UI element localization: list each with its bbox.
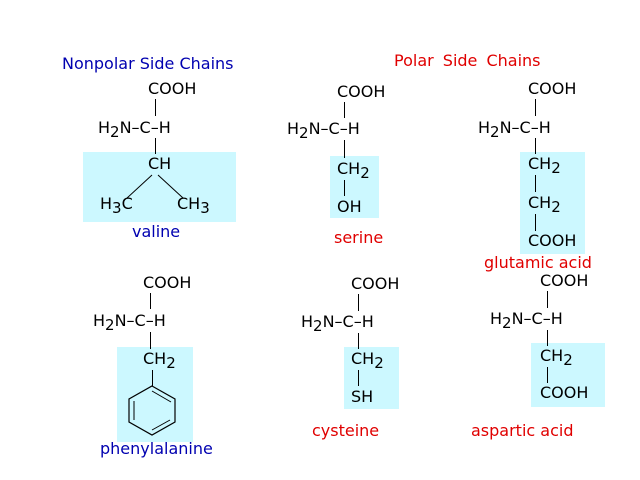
carboxyl-group: COOH [337,82,386,101]
carboxyl-side-group: COOH [540,383,589,402]
methylene-group: CH2 [337,159,370,182]
bond-line [535,99,536,116]
valine-right-branch-bond [157,174,184,199]
side-chain-box [330,156,379,218]
branch-carbon: CH [148,154,172,173]
methylene-group: CH2 [528,193,561,216]
benzene-ring-icon [128,385,176,436]
carboxyl-group: COOH [528,79,577,98]
bond-line [155,138,156,154]
bond-line [152,370,153,386]
carboxyl-group: COOH [540,271,589,290]
bond-line [344,140,345,158]
valine-left-branch-bond [126,174,153,199]
bond-line [547,291,548,308]
hydroxyl-group: OH [337,197,362,216]
carboxyl-group: COOH [351,274,400,293]
bond-line [535,175,536,192]
methylene-group: CH2 [540,346,573,369]
sulfhydryl-group: SH [351,387,374,406]
side-chain-box [520,152,585,254]
side-chain-box [117,347,193,442]
bond-line [535,138,536,154]
bond-line [358,370,359,386]
amino-acid-name: phenylalanine [100,439,213,458]
amino-acid-name: cysteine [312,421,380,440]
amino-acid-name: aspartic acid [471,421,574,440]
bond-line [344,180,345,196]
side-chain-box [531,343,605,407]
amino-backbone: H2N–C–H [301,312,374,335]
bond-line [547,367,548,383]
methylene-group: CH2 [143,349,176,372]
bond-line [155,99,156,116]
carboxyl-group: COOH [148,79,197,98]
bond-line [535,214,536,231]
amino-acid-name: valine [132,222,181,241]
carboxyl-side-group: COOH [528,231,577,250]
amino-acid-name: glutamic acid [484,253,592,272]
nonpolar-header: Nonpolar Side Chains [62,54,234,73]
carboxyl-group: COOH [143,273,192,292]
amino-backbone: H2N–C–H [478,118,551,141]
bond-line [344,102,345,118]
methyl-group-right: CH3 [177,194,210,217]
bond-line [150,293,151,309]
methyl-group-left: H3C [100,194,133,217]
amino-backbone: H2N–C–H [490,309,563,332]
side-chain-box [83,152,236,222]
amino-acid-name: serine [334,228,384,247]
bond-line [358,333,359,349]
amino-backbone: H2N–C–H [287,119,360,142]
bond-line [547,330,548,346]
bond-line [358,294,359,311]
side-chain-box [344,347,399,409]
bond-line [150,332,151,349]
amino-backbone: H2N–C–H [98,118,171,141]
polar-header: Polar Side Chains [394,51,541,70]
amino-backbone: H2N–C–H [93,311,166,334]
methylene-group: CH2 [528,154,561,177]
methylene-group: CH2 [351,349,384,372]
